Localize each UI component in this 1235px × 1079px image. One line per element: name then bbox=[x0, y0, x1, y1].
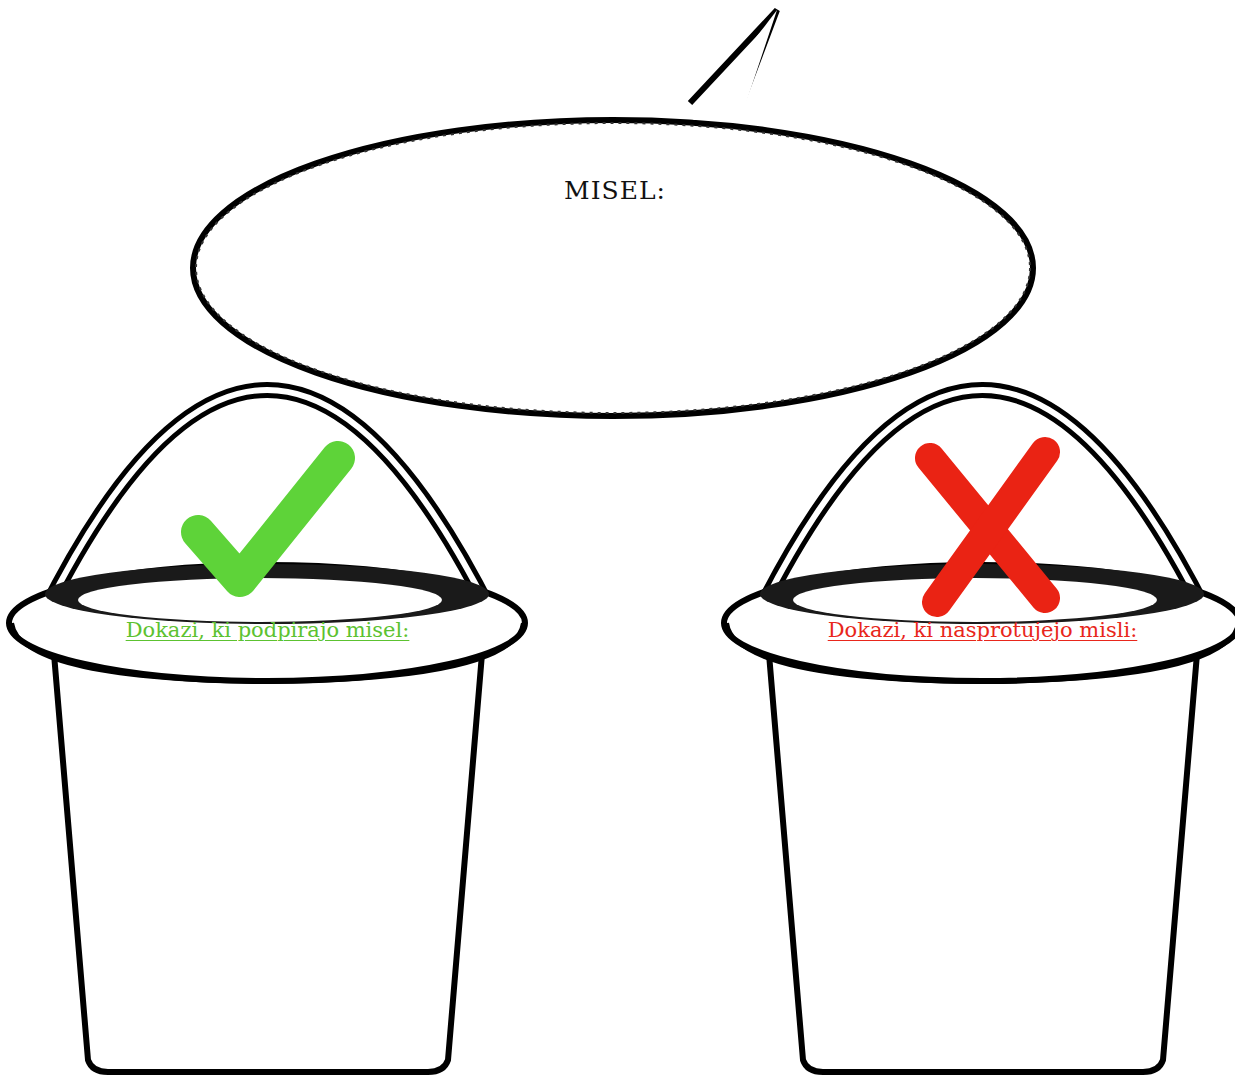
bucket-heading: Dokazi, ki nasprotujejo misli: bbox=[715, 618, 1235, 642]
opposing-bucket: Dokazi, ki nasprotujejo misli: bbox=[715, 380, 1235, 1079]
thought-label: MISEL: bbox=[185, 176, 1045, 205]
thought-bubble-outline bbox=[185, 0, 1045, 430]
supporting-bucket: Dokazi, ki podpirajo misel: bbox=[0, 380, 535, 1079]
thought-bubble: MISEL: bbox=[185, 0, 1045, 430]
supporting-bucket-outline bbox=[0, 380, 535, 1079]
opposing-bucket-outline bbox=[715, 380, 1235, 1079]
bucket-heading: Dokazi, ki podpirajo misel: bbox=[0, 618, 535, 642]
